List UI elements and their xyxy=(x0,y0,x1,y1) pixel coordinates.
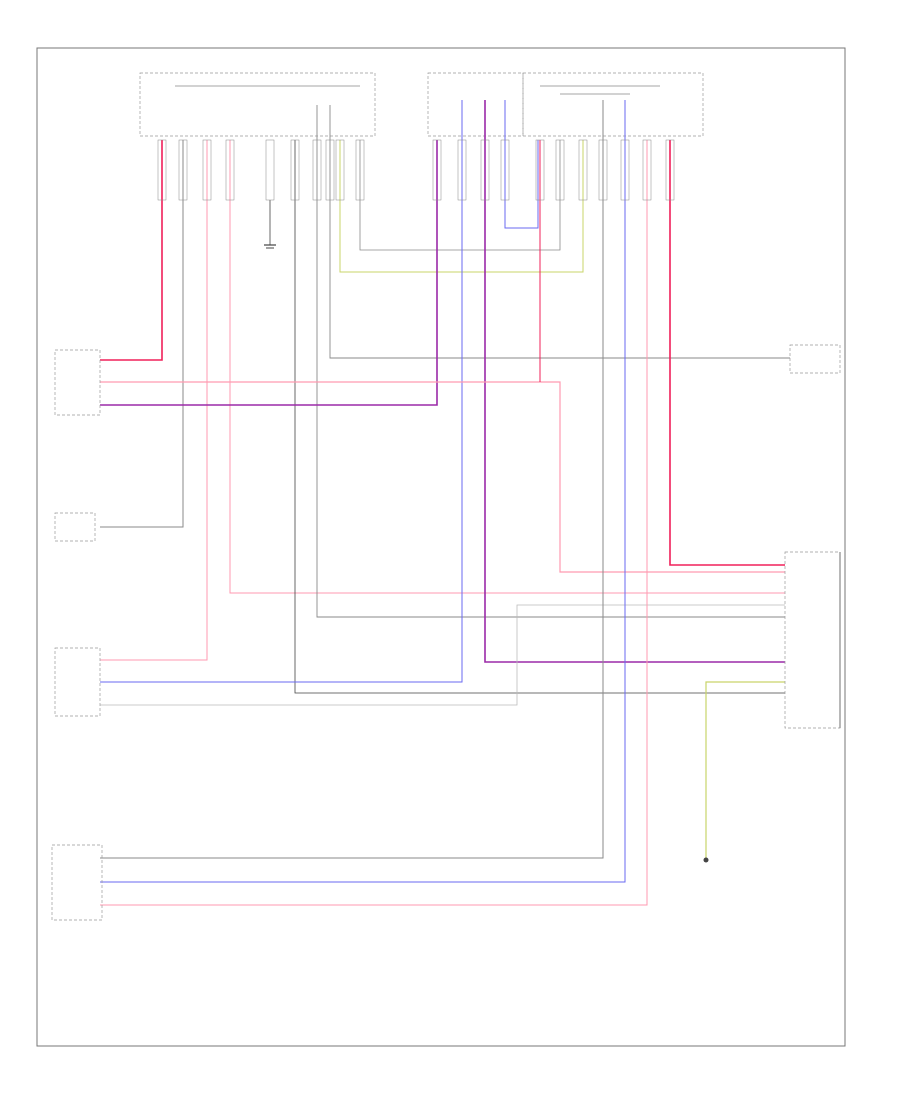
wire-red-right xyxy=(669,140,785,566)
pin-5 xyxy=(265,139,275,201)
pin-12 xyxy=(457,139,467,201)
wire-gray-right xyxy=(316,105,785,618)
pin-4 xyxy=(225,139,235,201)
wire-blue-diag xyxy=(100,100,626,883)
sensor-1-outline xyxy=(54,349,101,416)
pin-2 xyxy=(178,139,188,201)
wire-dark-right xyxy=(294,140,785,694)
ground-point-dot xyxy=(703,857,709,863)
right-module xyxy=(522,72,704,137)
wire-blue-loop xyxy=(504,100,539,229)
pin-11 xyxy=(432,139,442,201)
wire-pink-sensor3 xyxy=(100,140,208,661)
diagnostic-connector xyxy=(784,551,841,729)
right-small-box xyxy=(789,344,841,374)
wire-light-sensor3 xyxy=(100,604,785,706)
wire-gray-loop xyxy=(359,140,561,251)
pin-21 xyxy=(665,139,675,201)
sensor-2-outline xyxy=(54,512,96,542)
sensor-3 xyxy=(54,647,101,717)
pin-17 xyxy=(578,139,588,201)
pin-19 xyxy=(620,139,630,201)
pin-15 xyxy=(535,139,545,201)
diagram-frame xyxy=(36,47,846,1047)
right-small-box-outline xyxy=(789,344,841,374)
pin-16 xyxy=(555,139,565,201)
pin-1 xyxy=(157,139,167,201)
wire-blue-sensor3 xyxy=(100,100,463,683)
sensor-4-outline xyxy=(51,844,103,921)
wire-pink-right-1 xyxy=(229,140,785,594)
internal-ground-symbol xyxy=(264,200,276,249)
pin-6 xyxy=(290,139,300,201)
sensor-4 xyxy=(51,844,103,921)
wire-gray-sensor2 xyxy=(100,140,184,528)
pin-10 xyxy=(355,139,365,201)
sensor-3-outline xyxy=(54,647,101,717)
wire-red-sensor1 xyxy=(100,140,163,361)
pin-9 xyxy=(335,139,345,201)
wire-gray-diag xyxy=(100,100,604,859)
pin-3 xyxy=(202,139,212,201)
diagnostic-connector-outline xyxy=(784,551,841,729)
pin-14 xyxy=(500,139,510,201)
wires xyxy=(100,100,790,906)
top-left-module xyxy=(139,72,376,137)
right-module-outline xyxy=(522,72,704,137)
ground-point xyxy=(703,857,709,863)
wire-pink-diag xyxy=(100,140,648,906)
pin-13 xyxy=(480,139,490,201)
pin-7 xyxy=(312,139,322,201)
pin-8 xyxy=(325,139,335,201)
center-module xyxy=(427,72,524,137)
sensor-2 xyxy=(54,512,96,542)
pin-20 xyxy=(642,139,652,201)
wire-gray-smallbox xyxy=(329,105,790,359)
wire-pink-sensor1-right xyxy=(100,381,785,573)
wire-yellow-ground xyxy=(705,681,785,858)
wire-purple-sensor1 xyxy=(100,140,438,406)
connector-pins xyxy=(157,139,675,201)
sensor-1 xyxy=(54,349,101,416)
pin-18 xyxy=(598,139,608,201)
center-module-outline xyxy=(427,72,524,137)
top-left-module-outline xyxy=(139,72,376,137)
wire-purple-right xyxy=(484,100,785,663)
